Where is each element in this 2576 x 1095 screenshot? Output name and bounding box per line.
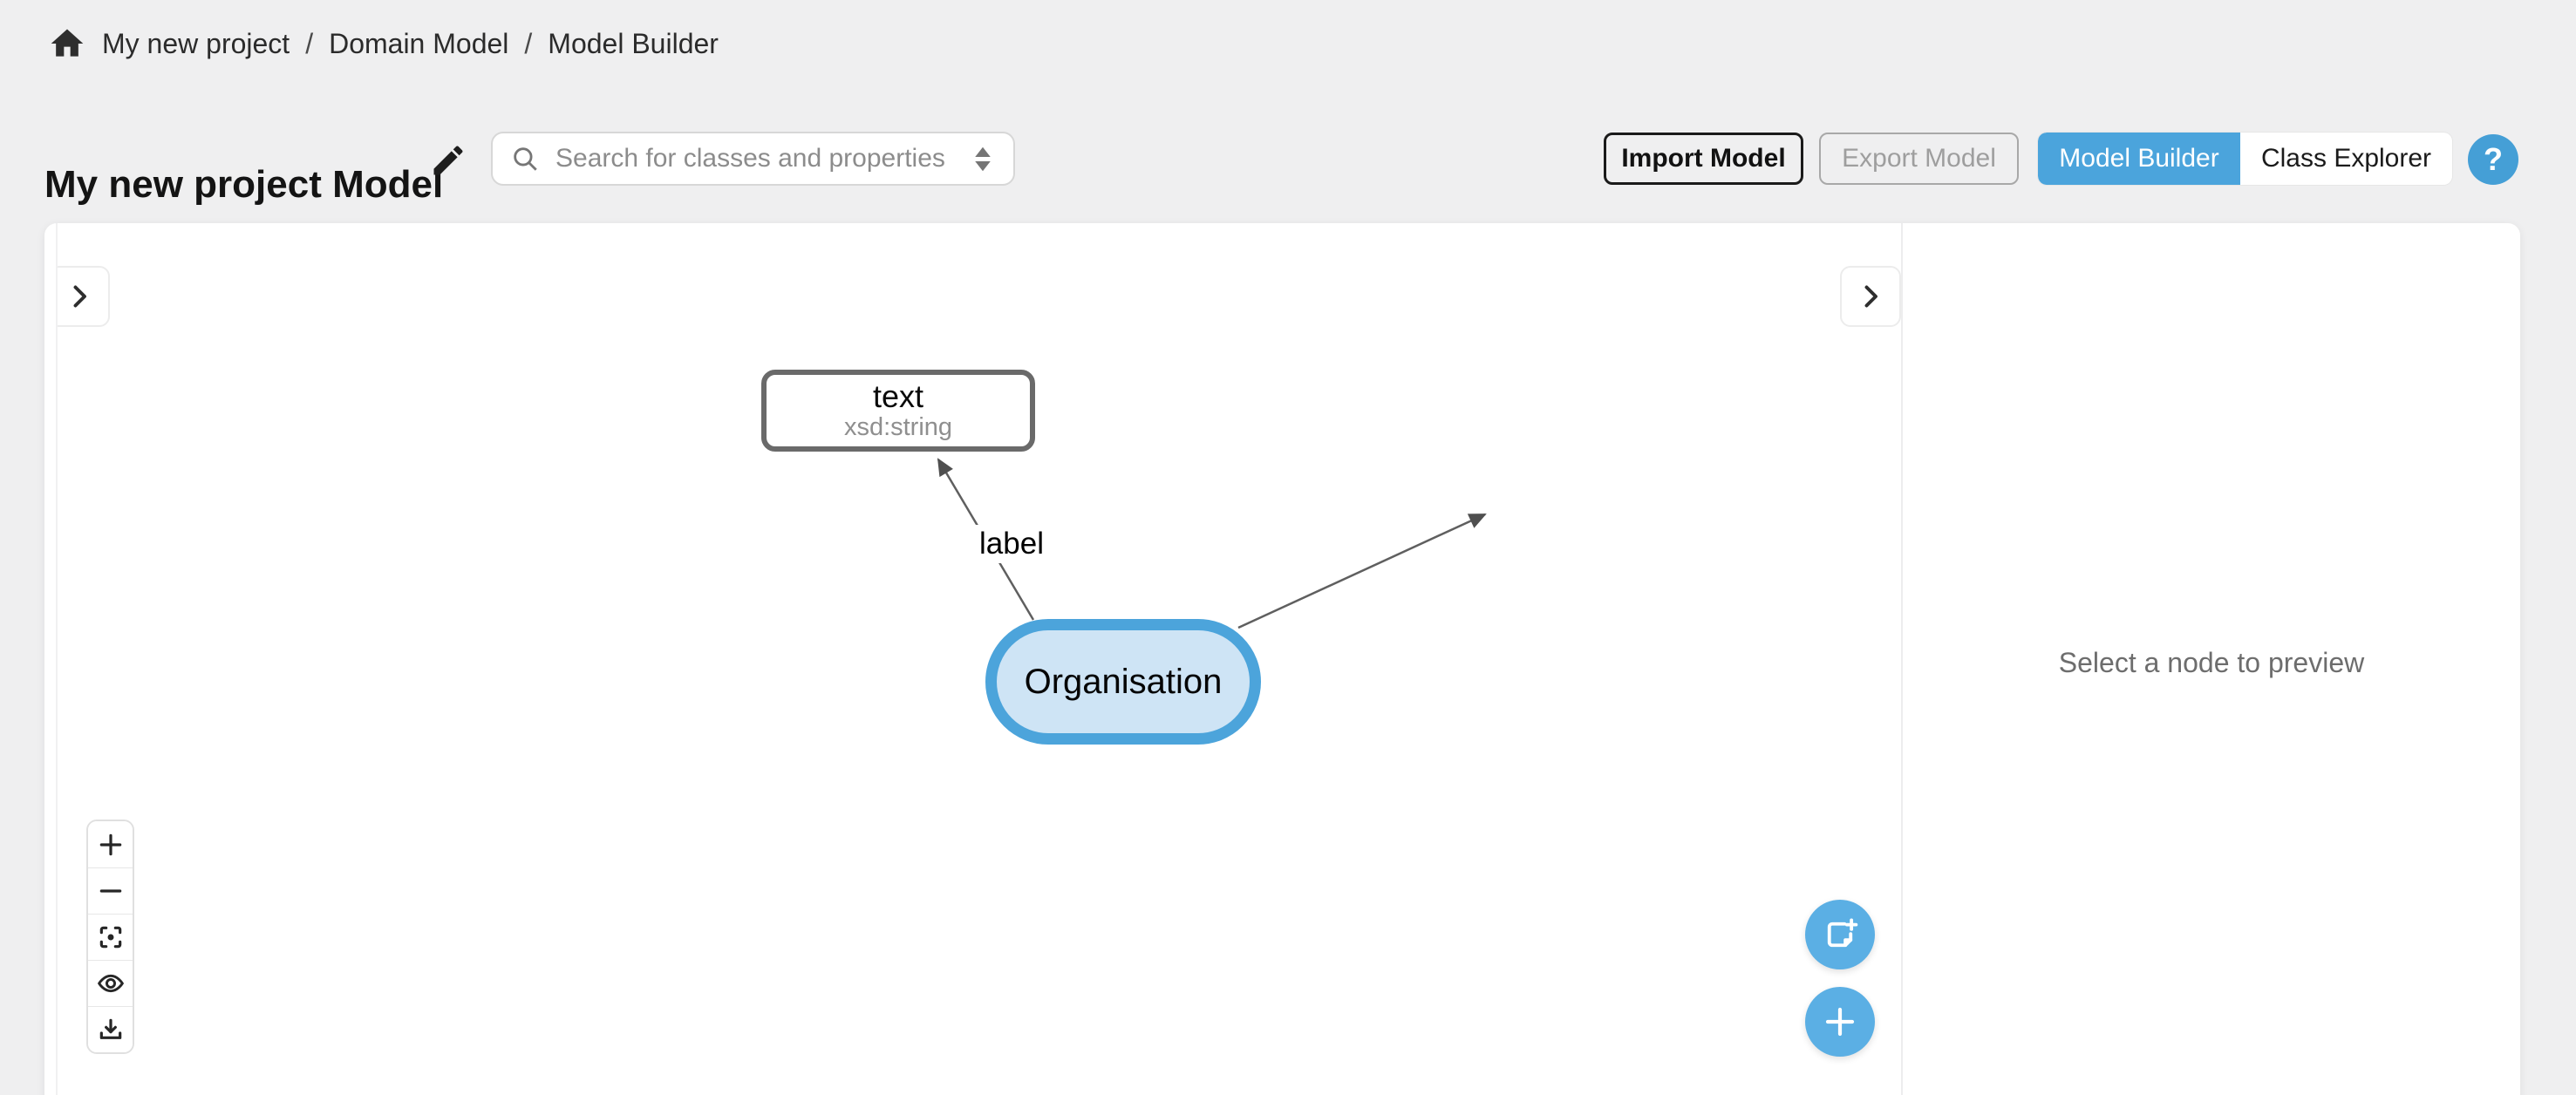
- focus-center-icon: [97, 923, 125, 951]
- search-input[interactable]: [554, 143, 956, 174]
- node-organisation[interactable]: Organisation: [985, 619, 1261, 745]
- help-button[interactable]: ?: [2468, 134, 2518, 185]
- breadcrumb-separator: /: [305, 27, 314, 59]
- search-icon: [510, 144, 540, 173]
- sort-arrows-icon[interactable]: [970, 144, 996, 173]
- breadcrumb-separator: /: [524, 27, 533, 59]
- expand-right-panel-button[interactable]: [1840, 266, 1901, 327]
- tab-model-builder[interactable]: Model Builder: [2038, 133, 2240, 185]
- minus-icon: [97, 877, 125, 905]
- chevron-right-icon: [64, 281, 95, 312]
- zoom-out-button[interactable]: [88, 867, 133, 914]
- view-toggle: Model Builder Class Explorer: [2038, 133, 2452, 185]
- add-node-fab[interactable]: [1805, 900, 1875, 969]
- visibility-button[interactable]: [88, 960, 133, 1006]
- tab-class-explorer[interactable]: Class Explorer: [2260, 144, 2432, 173]
- download-button[interactable]: [88, 1006, 133, 1052]
- plus-icon: [1822, 1003, 1858, 1040]
- add-node-icon: [1822, 916, 1858, 953]
- node-text-datatype[interactable]: text xsd:string: [761, 370, 1035, 452]
- edge-label[interactable]: label: [972, 525, 1051, 563]
- page-title: My new project Model: [44, 163, 444, 207]
- expand-left-panel-button[interactable]: [58, 266, 110, 327]
- chevron-right-icon: [1855, 281, 1886, 312]
- preview-empty-message: Select a node to preview: [2058, 646, 2365, 678]
- export-model-button[interactable]: Export Model: [1819, 133, 2019, 185]
- import-model-button[interactable]: Import Model: [1604, 133, 1803, 185]
- main-card: text xsd:string Organisation label: [44, 223, 2520, 1095]
- node-title: text: [872, 378, 924, 415]
- pencil-icon: [429, 141, 471, 180]
- edit-title-button[interactable]: [429, 139, 471, 181]
- breadcrumb-item-domain-model[interactable]: Domain Model: [329, 27, 509, 59]
- zoom-in-button[interactable]: [88, 821, 133, 867]
- breadcrumb-item-project[interactable]: My new project: [102, 27, 290, 59]
- search-box: [491, 132, 1015, 186]
- node-subtitle: xsd:string: [843, 412, 953, 441]
- eye-icon: [97, 969, 125, 997]
- fit-view-button[interactable]: [88, 914, 133, 960]
- add-fab[interactable]: [1805, 987, 1875, 1057]
- breadcrumb: My new project / Domain Model / Model Bu…: [48, 24, 719, 63]
- edge-unlabeled-line: [1237, 513, 1487, 629]
- node-title: Organisation: [1024, 662, 1223, 701]
- left-collapsed-panel: [44, 223, 58, 1095]
- download-icon: [97, 1016, 125, 1044]
- node-preview-panel: Select a node to preview: [1901, 223, 2520, 1095]
- zoom-controls: [86, 820, 134, 1054]
- model-canvas[interactable]: text xsd:string Organisation label: [58, 223, 1901, 1095]
- home-icon[interactable]: [48, 24, 86, 63]
- breadcrumb-item-model-builder[interactable]: Model Builder: [548, 27, 719, 59]
- edges-layer: [937, 458, 1487, 629]
- plus-icon: [97, 831, 125, 859]
